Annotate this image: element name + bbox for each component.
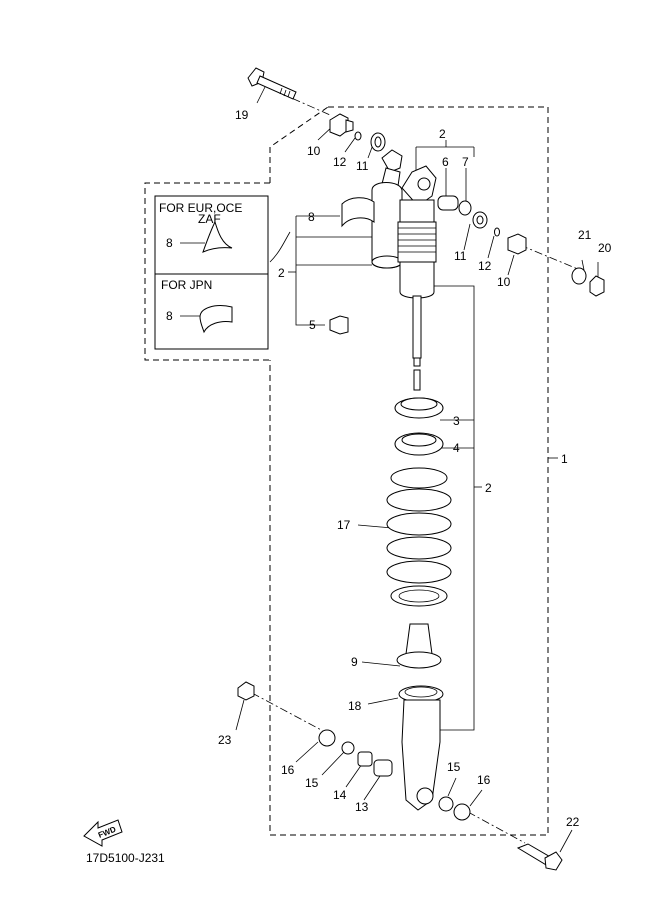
collar-jpn-part bbox=[199, 305, 233, 334]
callout-12-left: 12 bbox=[333, 155, 347, 169]
callout-14: 14 bbox=[333, 788, 347, 802]
callout-20: 20 bbox=[598, 241, 612, 255]
callout-2-top: 2 bbox=[439, 127, 446, 141]
callout-16-left: 16 bbox=[281, 763, 295, 777]
callout-11-left: 11 bbox=[356, 159, 369, 173]
callout-12-right: 12 bbox=[478, 259, 492, 273]
callout-22: 22 bbox=[566, 815, 580, 829]
inset-outline bbox=[144, 182, 270, 361]
callout-6: 6 bbox=[442, 155, 449, 169]
callout-2-left: 2 bbox=[278, 266, 285, 280]
fwd-arrow-icon: FWD bbox=[83, 819, 123, 847]
callout-8-main: 8 bbox=[308, 210, 315, 224]
callout-18: 18 bbox=[348, 699, 362, 713]
callout-13: 13 bbox=[355, 800, 369, 814]
callout-11-right: 11 bbox=[454, 249, 467, 263]
diagram-code: 17D5100-J231 bbox=[86, 851, 165, 865]
lower-hardware bbox=[237, 681, 563, 871]
callout-21: 21 bbox=[578, 228, 592, 242]
upper-left-hardware bbox=[329, 113, 386, 152]
inset-box: FOR EUR,OCE ZAF FOR JPN bbox=[154, 195, 269, 350]
assembly-boundary bbox=[269, 106, 549, 836]
collar-eur-part bbox=[202, 220, 233, 253]
lower-seat-part bbox=[396, 623, 444, 703]
callout-8-inset-jpn: 8 bbox=[166, 309, 173, 323]
callout-23: 23 bbox=[218, 733, 232, 747]
callout-17: 17 bbox=[337, 518, 351, 532]
shock-body-part bbox=[397, 165, 437, 391]
callout-10-left: 10 bbox=[307, 144, 321, 158]
valve-5-part bbox=[329, 315, 349, 335]
callout-1: 1 bbox=[561, 452, 568, 466]
callout-8-inset-eur: 8 bbox=[166, 236, 173, 250]
callout-labels: 1 2 2 2 3 4 5 6 7 8 8 8 9 10 10 11 11 12… bbox=[166, 108, 612, 829]
upper-right-hardware bbox=[437, 195, 605, 297]
callout-15-left: 15 bbox=[305, 776, 319, 790]
callout-4: 4 bbox=[453, 441, 460, 455]
inset-region-eur-2: ZAF bbox=[198, 212, 221, 226]
reservoir-part bbox=[371, 149, 403, 269]
axis-lines bbox=[251, 91, 586, 844]
callout-2-right: 2 bbox=[485, 481, 492, 495]
callout-10-right: 10 bbox=[497, 275, 511, 289]
callout-7: 7 bbox=[462, 155, 469, 169]
callout-19: 19 bbox=[235, 108, 249, 122]
inset-region-jpn: FOR JPN bbox=[161, 278, 212, 292]
collar-main-part bbox=[341, 197, 375, 228]
bolt-19-part bbox=[247, 67, 297, 100]
spring-17-part bbox=[386, 467, 452, 607]
callout-3: 3 bbox=[453, 414, 460, 428]
callout-5: 5 bbox=[309, 318, 316, 332]
lock-nuts-part bbox=[394, 397, 444, 456]
clevis-part bbox=[401, 699, 441, 811]
callout-15-right: 15 bbox=[447, 760, 461, 774]
callout-9: 9 bbox=[351, 655, 358, 669]
callout-16-right: 16 bbox=[477, 773, 491, 787]
inset-region-eur: FOR EUR,OCE bbox=[159, 201, 242, 215]
